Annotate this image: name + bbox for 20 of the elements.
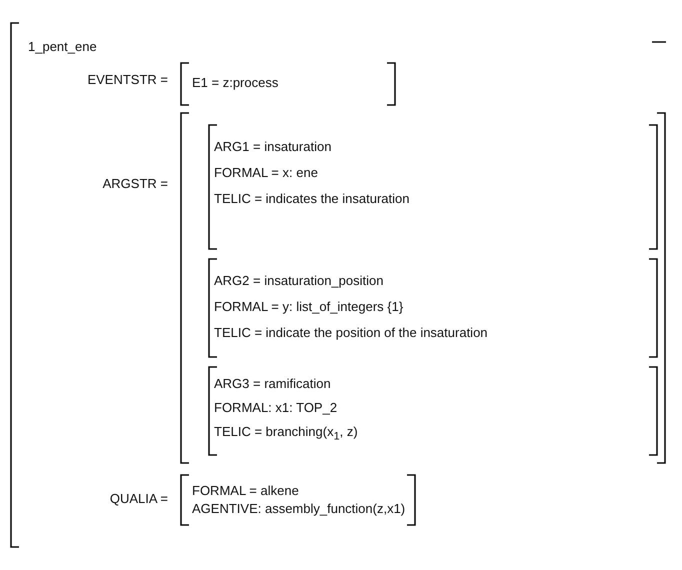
feature-value: ARG1 = insaturation: [214, 138, 332, 156]
matrix-bracket: [208, 124, 658, 250]
feature-value: ARG2 = insaturation_position: [214, 272, 384, 290]
feature-value: ARG3 = ramification: [214, 375, 331, 393]
feature-value: FORMAL = y: list_of_integers {1}: [214, 298, 404, 316]
feature-value: TELIC = indicates the insaturation: [214, 190, 410, 208]
feature-value: TELIC = branching(x$_{1}$, z): [214, 423, 358, 445]
attribute-label: ARGSTR =: [102, 176, 168, 191]
matrix-label: 1_pent_ene: [28, 38, 97, 56]
feature-value: FORMAL: x1: TOP_2: [214, 399, 338, 417]
feature-value: FORMAL = alkene: [192, 482, 299, 500]
feature-value: FORMAL = x: ene: [214, 164, 318, 182]
feature-value: TELIC = indicate the position of the insaturation: [214, 324, 488, 342]
feature-value: AGENTIVE: assembly_function(z,x1): [192, 500, 406, 518]
attribute-label: EVENTSTR =: [87, 72, 168, 87]
matrix-bracket: [208, 366, 658, 456]
matrix-bracket: [208, 258, 658, 358]
feature-value: E1 = z:process: [192, 74, 278, 92]
matrix-bracket: [10, 22, 668, 548]
attribute-label: QUALIA =: [110, 491, 168, 506]
